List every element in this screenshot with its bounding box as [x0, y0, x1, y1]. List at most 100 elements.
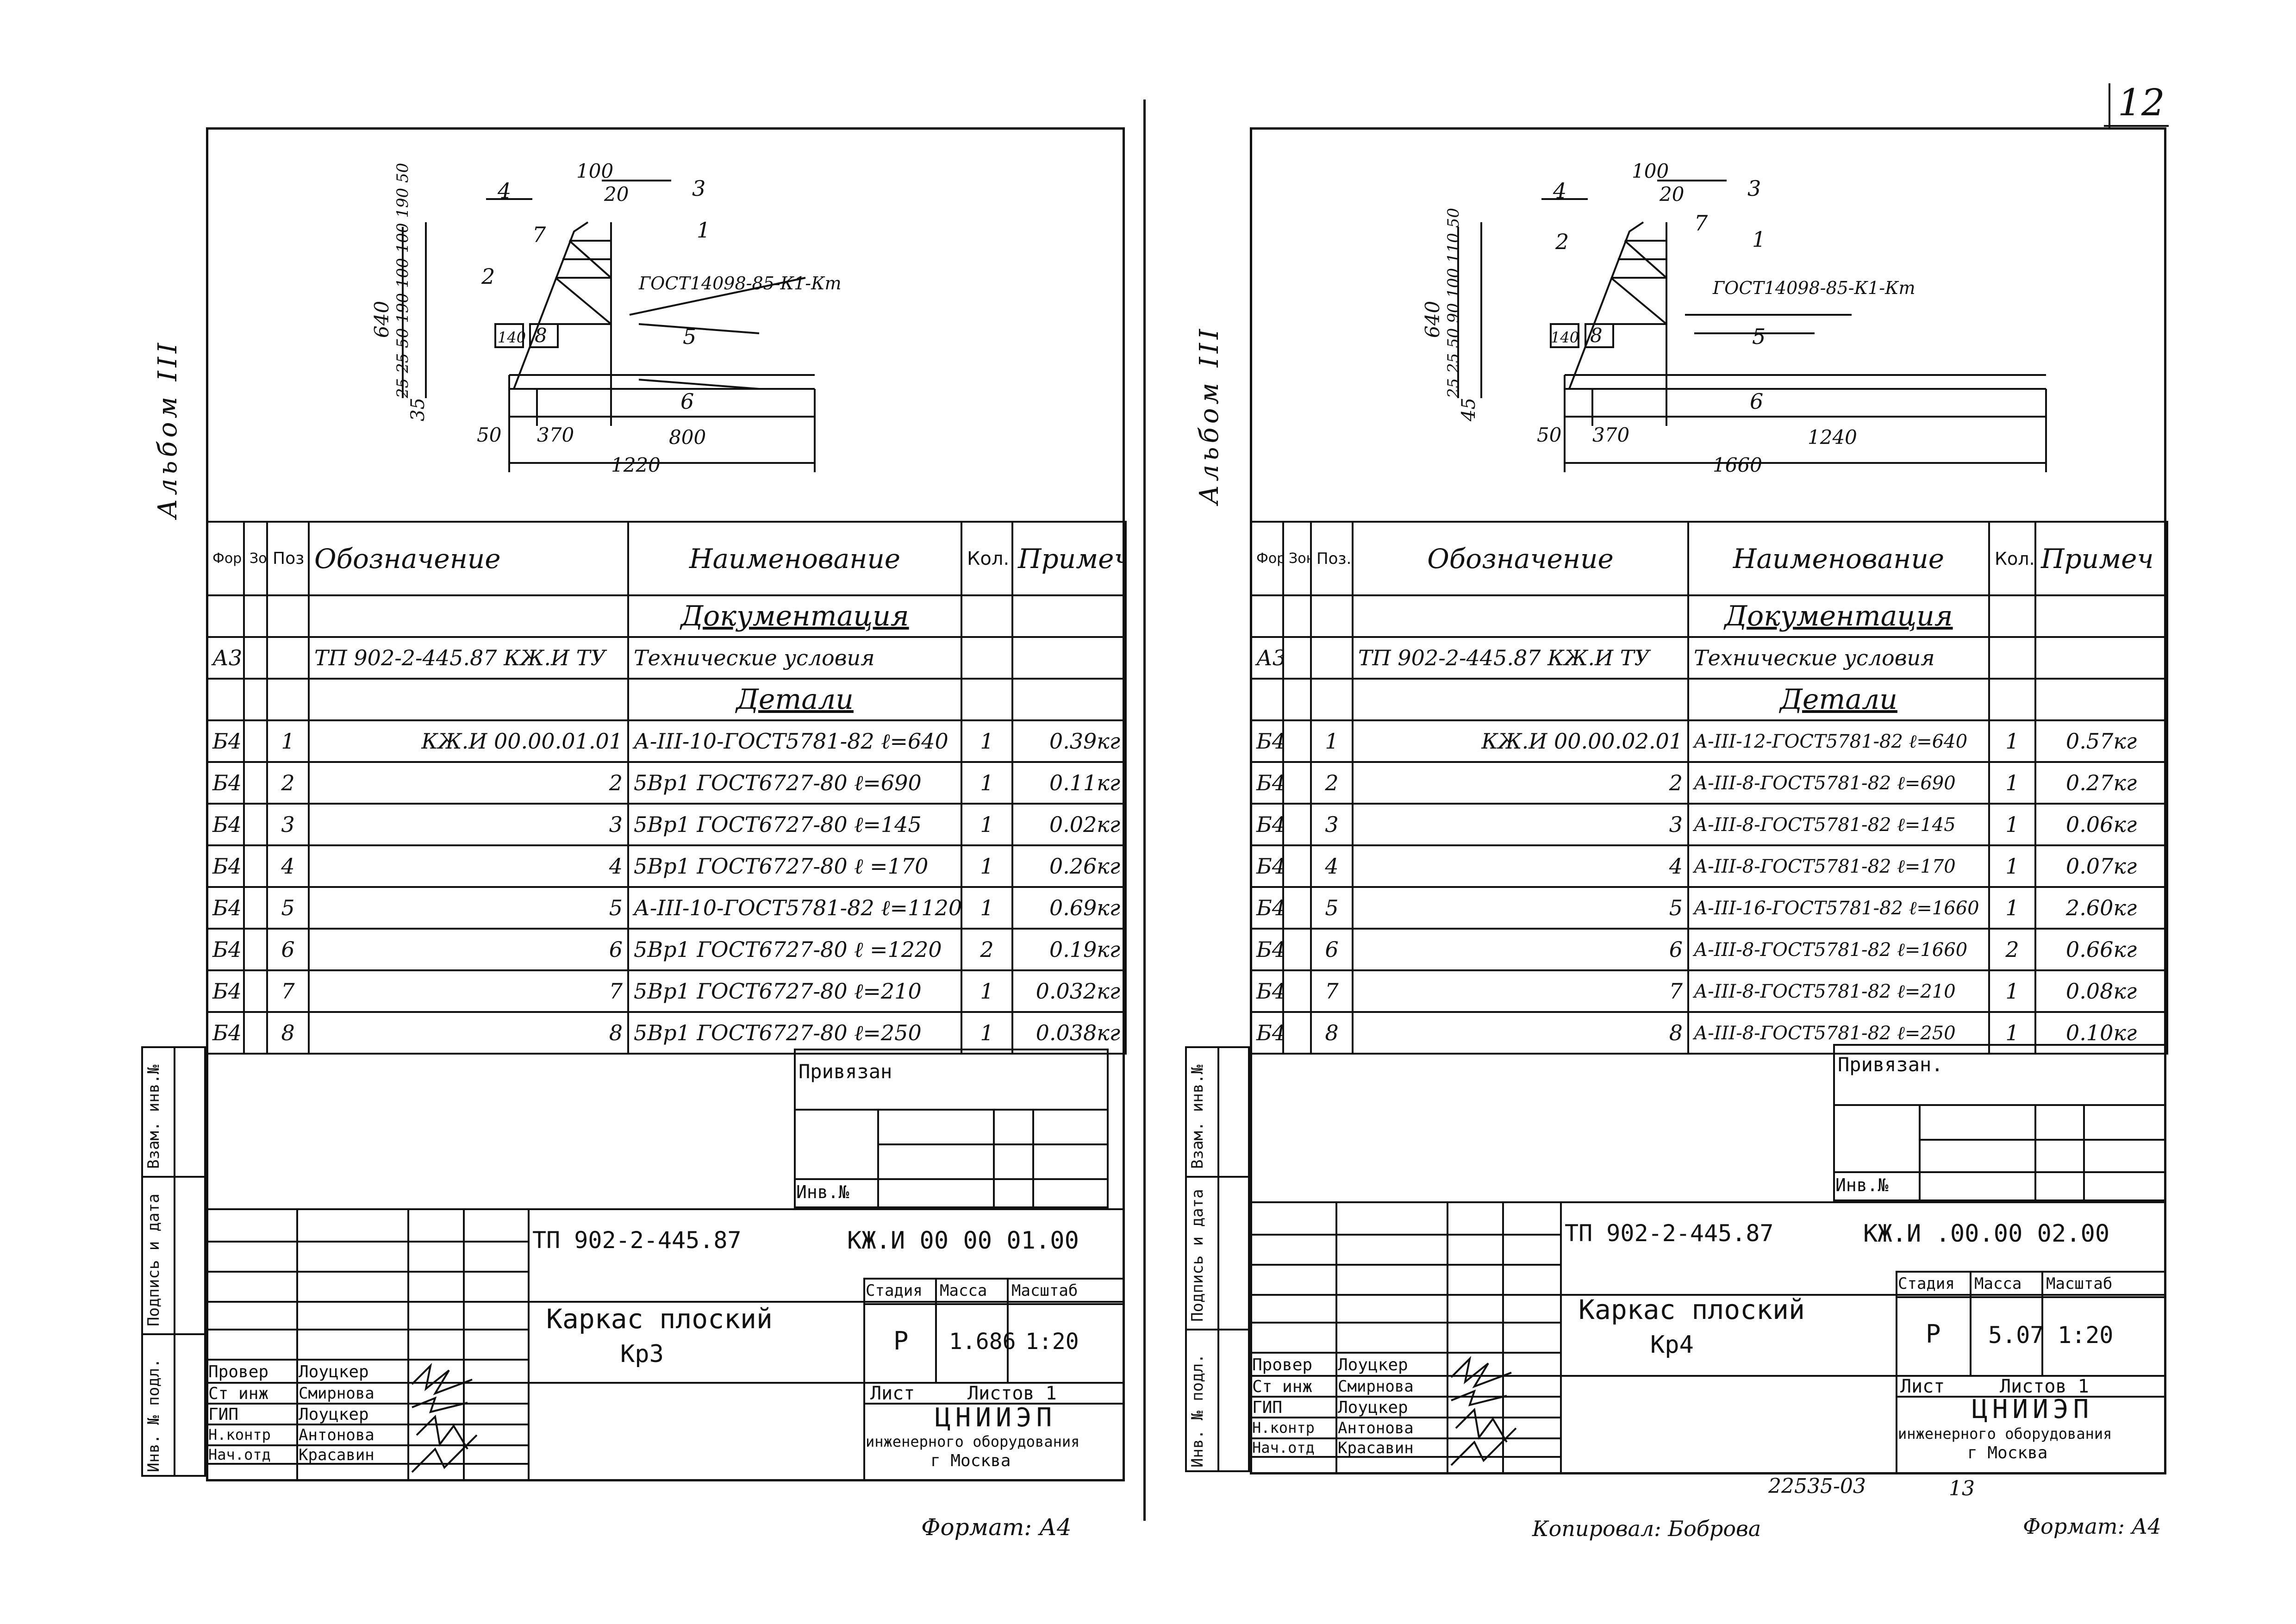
- role: Н.контр: [208, 1426, 271, 1443]
- cell-designation: 2: [1352, 761, 1689, 805]
- org-city: г Москва: [930, 1451, 1011, 1470]
- sheet-title: Каркас плоский: [1578, 1294, 1805, 1325]
- cell-pos: 6: [1310, 928, 1354, 971]
- callout-1: 1: [697, 218, 711, 243]
- inv-no-label: Инв.№: [1835, 1175, 1889, 1195]
- stamp-podpis-data: Подпись и дата: [144, 1193, 163, 1326]
- privyazan-divider: [1032, 1109, 1034, 1208]
- truss-left-chord: [513, 221, 589, 389]
- title-block-top: [206, 1208, 1125, 1210]
- org-name: ЦНИИЭП: [1972, 1394, 2094, 1424]
- cell-note: 0.66кг: [2034, 928, 2168, 971]
- side-stamp-divider: [1185, 1329, 1250, 1330]
- role: ГИП: [1252, 1398, 1283, 1417]
- cell-designation: 5: [1352, 886, 1689, 930]
- callout-8: 8: [535, 324, 547, 347]
- stage-divider: [863, 1278, 865, 1481]
- dim-370: 370: [1592, 424, 1630, 446]
- truss-left-chord: [1568, 221, 1644, 389]
- stage-header: Стадия: [866, 1281, 923, 1300]
- table-row: А3 ТП 902-2-445.87 КЖ.И ТУ Технические у…: [1250, 636, 2168, 680]
- scale-header: Масштаб: [1011, 1281, 1078, 1300]
- stage-divider: [935, 1278, 937, 1382]
- privyazan-divider: [2083, 1104, 2085, 1201]
- col-designation: Обозначение: [1352, 521, 1689, 596]
- cell-format: Б4: [206, 969, 245, 1013]
- cell-format: Б4: [206, 761, 245, 805]
- callout-3: 3: [692, 176, 706, 201]
- title-row: [206, 1424, 528, 1425]
- cell-note: 0.27кг: [2034, 761, 2168, 805]
- col-designation: Обозначение: [308, 521, 629, 596]
- col-format: Формат: [1250, 521, 1284, 596]
- person-name: Лоуцкер: [299, 1405, 369, 1424]
- scale-header: Масштаб: [2046, 1274, 2113, 1293]
- dim-640: 640: [370, 300, 393, 338]
- gost-label: ГОСТ14098-85-К1-Кт: [1713, 278, 1915, 298]
- dim-50: 50: [477, 424, 502, 446]
- cell-pos: 3: [266, 803, 310, 846]
- cell-qty: 2: [1988, 928, 2036, 971]
- callout-7: 7: [1694, 211, 1708, 236]
- cell-note: 0.69кг: [1011, 886, 1127, 930]
- leader: [638, 323, 760, 334]
- cell-format: А3: [1250, 636, 1284, 680]
- person-name: Антонова: [299, 1426, 374, 1444]
- dim-100: 100: [1632, 160, 1669, 182]
- cell-format: Б4: [1250, 803, 1284, 846]
- drawing-kr4: [1457, 180, 2047, 472]
- sheet-title: Каркас плоский: [546, 1303, 773, 1335]
- col-qty: Кол.: [1988, 521, 2036, 596]
- cell-pos: 4: [266, 844, 310, 888]
- album-label: Альбом III: [1194, 325, 1224, 505]
- callout-2: 2: [1555, 229, 1569, 254]
- privyazan-divider: [1833, 1104, 2166, 1106]
- signature: [1455, 1407, 1508, 1443]
- cell-designation: 6: [1352, 928, 1689, 971]
- col-qty: Кол.: [961, 521, 1013, 596]
- cell-designation: 3: [308, 803, 629, 846]
- title-row: [1250, 1294, 2166, 1296]
- cell-designation: 7: [1352, 969, 1689, 1013]
- role: Н.контр: [1252, 1419, 1315, 1437]
- cell-designation: ТП 902-2-445.87 КЖ.И ТУ: [1352, 636, 1689, 680]
- title-row: [206, 1403, 528, 1405]
- cell-format: Б4: [1250, 761, 1284, 805]
- truss-diagonal: [555, 277, 612, 325]
- cell-qty: 1: [1988, 969, 2036, 1013]
- section-row: Документация: [1250, 594, 2168, 638]
- dim-1220: 1220: [611, 454, 661, 476]
- cell-qty: 1: [961, 803, 1013, 846]
- cell-pos: 5: [266, 886, 310, 930]
- cell-format: Б4: [1250, 969, 1284, 1013]
- dim-vertical-stack: 25 25 50 190 100 100 190 50: [393, 162, 412, 398]
- title-block-divider: [407, 1208, 409, 1481]
- callout-4: 4: [1553, 178, 1567, 203]
- signature: [411, 1362, 473, 1395]
- privyazan-block: [1833, 1044, 2166, 1201]
- mass-header: Масса: [1974, 1274, 2022, 1293]
- truss-diagonal: [1624, 240, 1667, 279]
- privyazan-divider: [1919, 1139, 2166, 1141]
- stage-header: Стадия: [1898, 1274, 1955, 1293]
- org-subtitle: инженерного оборудования: [866, 1433, 1080, 1450]
- cell-designation: 6: [308, 928, 629, 971]
- truss-diagonal: [1610, 277, 1667, 325]
- specification-table: Формат Зона Поз. Обозначение Наименовани…: [1250, 521, 2168, 1055]
- cell-pos: 6: [266, 928, 310, 971]
- stage-divider: [2041, 1271, 2043, 1375]
- page-number-rule: [2109, 83, 2110, 127]
- dim-800: 800: [669, 426, 706, 449]
- cell-note: 0.06кг: [2034, 803, 2168, 846]
- center-divider: [1143, 100, 1146, 1521]
- title-row: [206, 1329, 528, 1330]
- stage-row: [863, 1303, 1125, 1305]
- cell-qty: 1: [961, 1011, 1013, 1055]
- stage-value: Р: [893, 1326, 909, 1355]
- person-name: Лоуцкер: [1338, 1355, 1408, 1374]
- section-docs: Документация: [627, 594, 962, 638]
- signature: [1451, 1389, 1507, 1406]
- side-stamp-divider: [141, 1176, 206, 1178]
- cell-qty: 1: [961, 761, 1013, 805]
